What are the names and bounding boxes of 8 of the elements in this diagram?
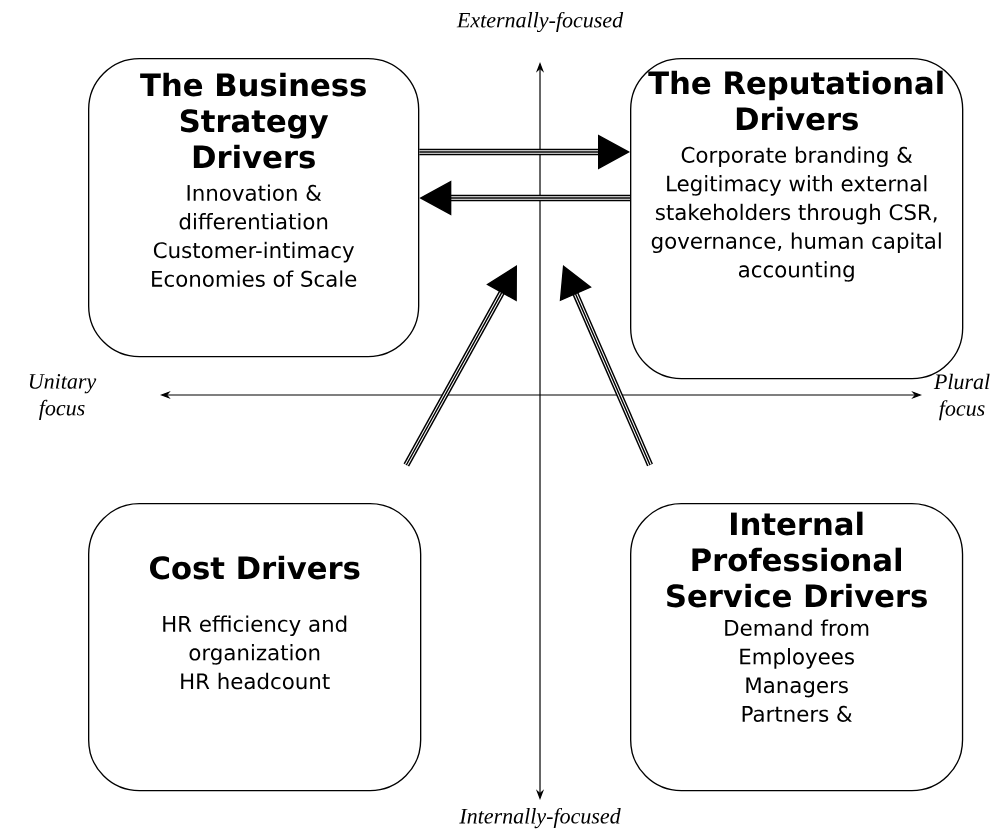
driver-box: The Business Strategy Drivers Innovation & differentiation Customer-intimacy Economies of Scale (88, 58, 420, 358)
axis-label: Internally-focused (459, 807, 621, 829)
triple-arrow (403, 265, 517, 467)
triple-arrow (559, 265, 653, 467)
driver-box: Cost Drivers HR efficiency and organization HR headcount (88, 503, 422, 792)
axis-label: Unitary focus (29, 374, 97, 420)
axis-label: Externally-focused (456, 11, 624, 33)
driver-box: Internal Professional Service Drivers Demand from Employees Managers Partners & (630, 503, 964, 792)
